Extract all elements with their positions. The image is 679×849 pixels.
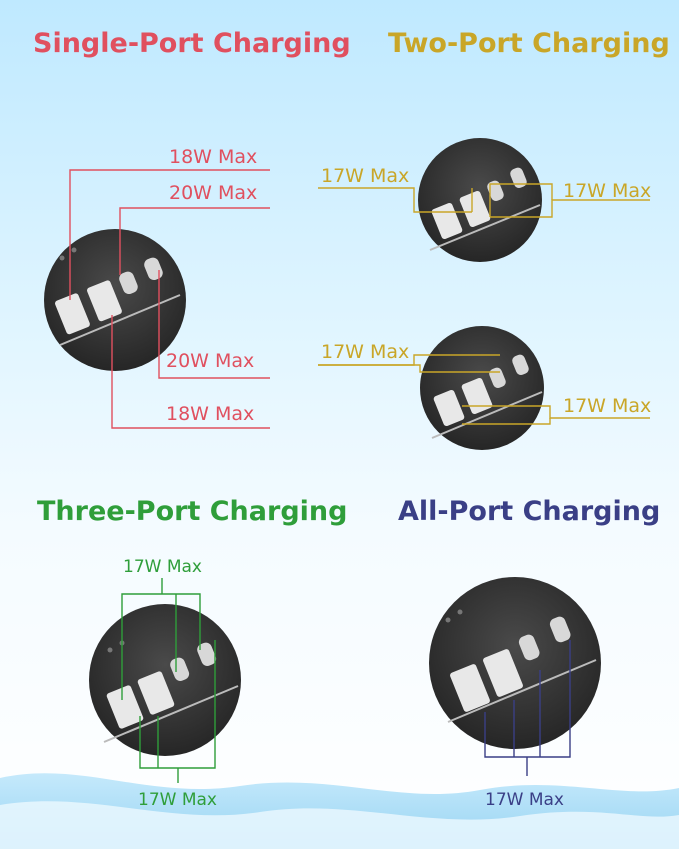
two-port-bottom-leader-lines (318, 354, 650, 425)
three-port-bottom-label: 17W Max (138, 790, 217, 810)
single-port-label-2: 20W Max (169, 182, 258, 204)
two-port-top-device (418, 138, 542, 262)
single-port-label-3: 20W Max (166, 350, 255, 372)
single-port-leader-lines (69, 169, 270, 429)
three-port-leader-lines (121, 578, 216, 783)
two-port-top-right-label: 17W Max (563, 180, 652, 202)
all-port-leader-lines (484, 640, 571, 776)
all-port-bottom-label: 17W Max (485, 790, 564, 810)
water-foam (0, 801, 679, 849)
two-port-bottom-right-label: 17W Max (563, 395, 652, 417)
two-port-bottom-device (420, 326, 544, 450)
three-port-top-label: 17W Max (123, 557, 202, 577)
single-port-device (44, 229, 186, 371)
two-port-top-leader-lines (318, 183, 650, 218)
single-port-label-1: 18W Max (169, 146, 258, 168)
two-port-bottom-left-label: 17W Max (321, 341, 410, 363)
two-port-title: Two-Port Charging (388, 28, 670, 59)
three-port-title: Three-Port Charging (37, 496, 348, 527)
single-port-title: Single-Port Charging (33, 28, 351, 59)
three-port-device (89, 604, 241, 756)
all-port-device (429, 577, 601, 749)
single-port-label-4: 18W Max (166, 403, 255, 425)
all-port-title: All-Port Charging (398, 496, 661, 527)
two-port-top-left-label: 17W Max (321, 165, 410, 187)
